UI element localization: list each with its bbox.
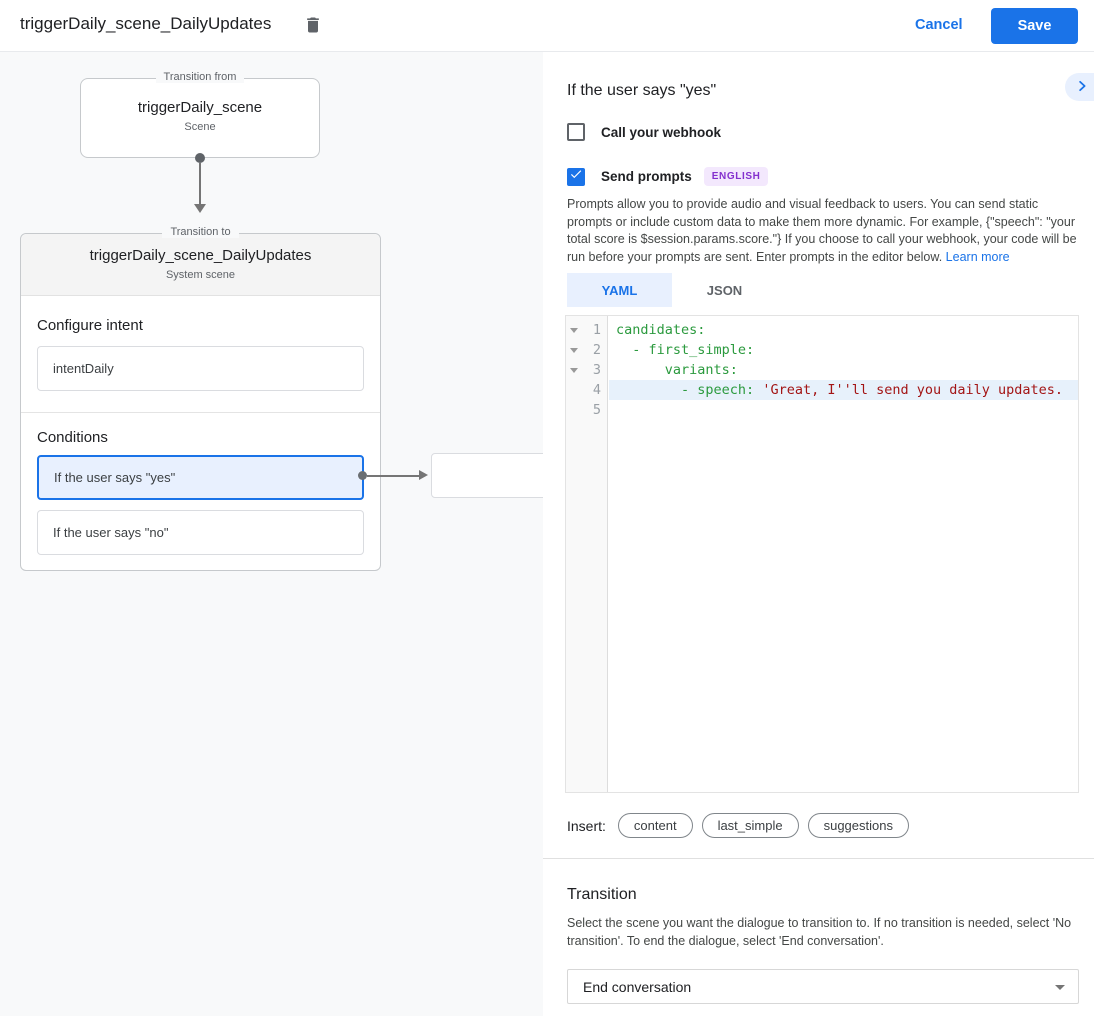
insert-chip-suggestions[interactable]: suggestions	[807, 813, 909, 838]
transition-from-node[interactable]: Transition from triggerDaily_scene Scene	[80, 71, 320, 158]
connector-line-horizontal	[367, 475, 419, 477]
tab-yaml[interactable]: YAML	[567, 273, 672, 307]
call-webhook-row: Call your webhook	[567, 123, 721, 141]
fold-arrow-icon[interactable]	[570, 348, 578, 353]
dropdown-caret-icon	[1055, 985, 1065, 990]
from-scene-type: Scene	[184, 121, 216, 133]
checkmark-icon	[569, 167, 583, 186]
configure-intent-heading: Configure intent	[37, 317, 143, 334]
conditions-list: If the user says "yes" If the user says "…	[37, 455, 364, 555]
code-text: - speech: 'Great, I''ll send you daily u…	[609, 380, 1078, 400]
scene-flow-canvas: Transition from triggerDaily_scene Scene…	[0, 52, 543, 1016]
trash-icon	[303, 17, 323, 38]
fold-arrow-icon[interactable]	[570, 328, 578, 333]
connector-dot	[195, 153, 205, 163]
fold-arrow-icon[interactable]	[570, 368, 578, 373]
insert-row: Insert: content last_simple suggestions	[567, 813, 918, 838]
editor-line-1[interactable]: 1 candidates:	[566, 320, 1078, 340]
conditions-heading: Conditions	[37, 429, 108, 446]
to-scene-header[interactable]: triggerDaily_scene_DailyUpdates System s…	[21, 234, 380, 296]
conditions-section: Conditions If the user says "yes"If the …	[21, 413, 380, 555]
code-text: - first_simple:	[616, 342, 755, 358]
insert-chips: content last_simple suggestions	[617, 813, 918, 838]
tab-json[interactable]: JSON	[672, 273, 777, 307]
language-badge: ENGLISH	[703, 167, 769, 186]
prompts-description: Prompts allow you to provide audio and v…	[567, 197, 1077, 264]
arrowhead-right-icon	[419, 470, 428, 480]
editor-line-3[interactable]: 3 variants:	[566, 360, 1078, 380]
line-number: 2	[566, 340, 608, 360]
condition-detail-panel: If the user says "yes" Call your webhook…	[543, 52, 1094, 1016]
page-title: triggerDaily_scene_DailyUpdates	[20, 14, 272, 33]
transition-description: Select the scene you want the dialogue t…	[567, 916, 1072, 948]
code-text: variants:	[616, 362, 738, 378]
transition-from-label: Transition from	[81, 71, 319, 83]
chevron-right-icon	[1073, 80, 1091, 98]
line-number: 3	[566, 360, 608, 380]
to-scene-type: System scene	[165, 269, 236, 281]
line-number: 1	[566, 320, 608, 340]
condition-connector-dot	[358, 471, 367, 480]
transition-select[interactable]: End conversation	[567, 969, 1079, 1004]
transition-heading: Transition	[567, 886, 637, 903]
transition-select-value: End conversation	[583, 978, 692, 995]
top-bar: triggerDaily_scene_DailyUpdates Cancel S…	[0, 0, 1094, 52]
line-number: 5	[592, 402, 601, 418]
intent-card[interactable]: intentDaily	[37, 346, 364, 391]
condition-heading: If the user says "yes"	[567, 82, 717, 99]
insert-chip-content[interactable]: content	[617, 813, 693, 838]
send-prompts-checkbox[interactable]	[567, 167, 585, 186]
configure-intent-section: Configure intent intentDaily	[21, 296, 380, 413]
from-scene-name: triggerDaily_scene	[137, 99, 263, 116]
section-divider	[543, 858, 1094, 859]
call-webhook-label: Call your webhook	[601, 124, 722, 140]
transition-to-node: Transition to triggerDaily_scene_DailyUp…	[20, 226, 381, 571]
send-prompts-label: Send prompts	[601, 169, 692, 184]
insert-chip-last_simple[interactable]: last_simple	[701, 813, 799, 838]
collapse-panel-button[interactable]	[1065, 73, 1094, 101]
insert-label: Insert:	[567, 817, 606, 834]
editor-gutter	[566, 316, 608, 792]
editor-line-2[interactable]: 2 - first_simple:	[566, 340, 1078, 360]
editor-line-4[interactable]: 4 - speech: 'Great, I''ll send you daily…	[566, 380, 1078, 400]
send-prompts-row: Send prompts ENGLISH	[567, 167, 769, 186]
learn-more-link[interactable]: Learn more	[945, 249, 1010, 264]
call-webhook-checkbox[interactable]	[567, 123, 585, 141]
line-number: 4	[592, 382, 601, 398]
condition-card-1[interactable]: If the user says "no"	[37, 510, 364, 555]
delete-scene-button[interactable]	[301, 14, 325, 38]
arrowhead-down-icon	[194, 204, 206, 213]
code-text	[609, 400, 1078, 420]
condition-target-node[interactable]	[431, 453, 543, 498]
connector-line-vertical	[199, 163, 201, 204]
code-text: candidates:	[616, 322, 706, 338]
cancel-button[interactable]: Cancel	[905, 13, 973, 37]
to-scene-name: triggerDaily_scene_DailyUpdates	[89, 247, 312, 264]
save-button[interactable]: Save	[991, 8, 1078, 44]
condition-card-0[interactable]: If the user says "yes"	[37, 455, 364, 500]
editor-line-5[interactable]: 5	[566, 400, 1078, 420]
